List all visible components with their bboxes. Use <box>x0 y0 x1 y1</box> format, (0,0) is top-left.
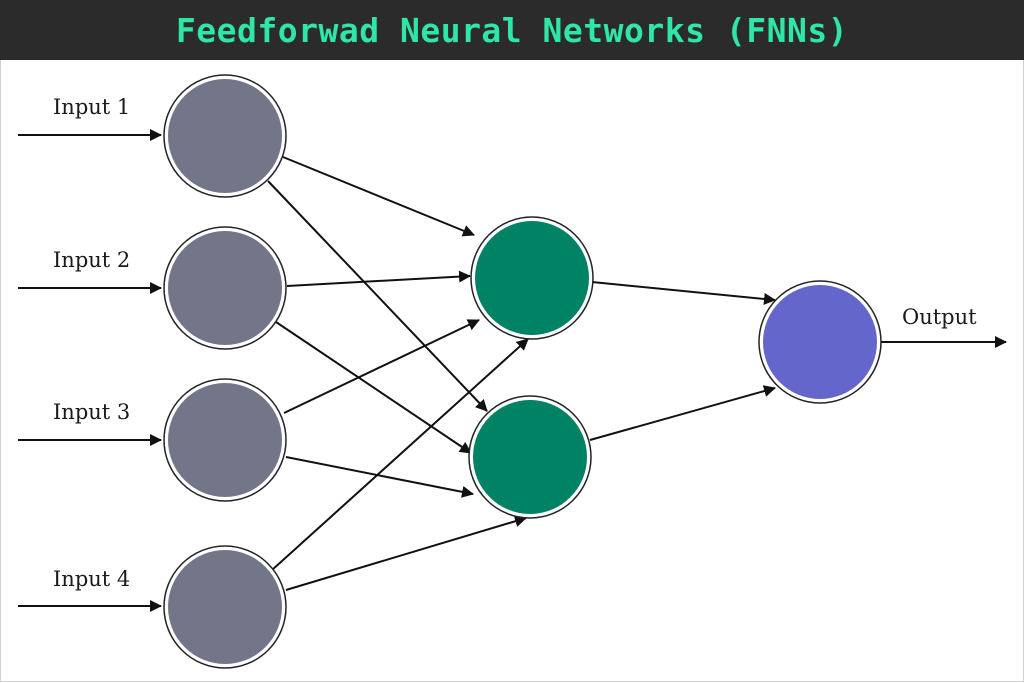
output-label: Output <box>902 305 977 329</box>
edge-i2-h1 <box>286 270 471 287</box>
input-label-2: Input 2 <box>53 248 130 272</box>
input-node-2 <box>163 226 287 350</box>
page-title: Feedforwad Neural Networks (FNNs) <box>175 10 849 50</box>
hidden-node-1 <box>470 216 594 340</box>
edge-i3-h2 <box>285 456 474 498</box>
edge-h1-o <box>591 281 776 305</box>
hidden-node-2 <box>468 395 592 519</box>
input-node-1 <box>163 74 287 198</box>
edge-h2-o <box>589 385 776 441</box>
edge-i1-h1 <box>282 156 475 237</box>
input-node-3 <box>163 378 287 502</box>
input-label-3: Input 3 <box>53 400 130 424</box>
edge-i4-h1 <box>271 338 529 571</box>
output-node <box>758 280 882 404</box>
input-label-1: Input 1 <box>53 95 130 119</box>
input-label-4: Input 4 <box>53 567 130 591</box>
edge-i4-h2 <box>285 515 527 591</box>
edge-i1-h2 <box>267 180 488 412</box>
title-bar: Feedforwad Neural Networks (FNNs) <box>0 0 1024 60</box>
edge-i2-h2 <box>275 321 472 454</box>
input-node-4 <box>163 545 287 669</box>
edge-i3-h1 <box>283 319 480 414</box>
